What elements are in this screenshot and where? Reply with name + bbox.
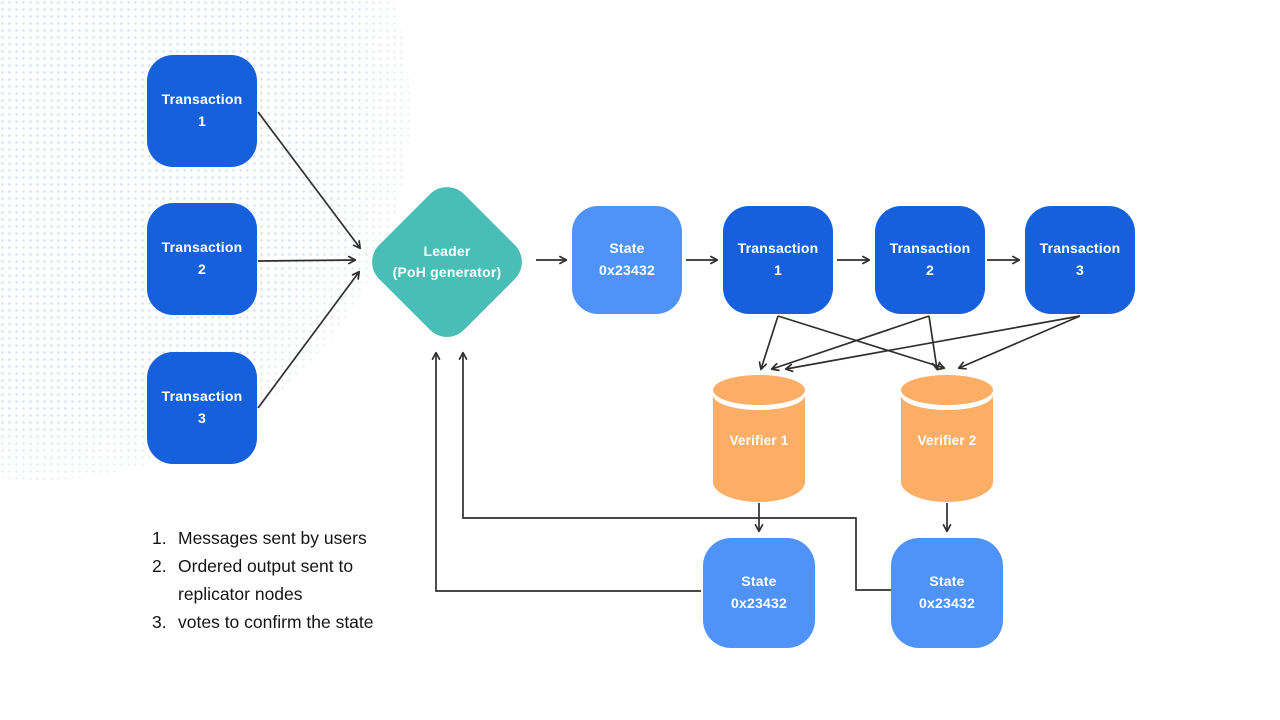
node-transaction-chain-2: Transaction 2 [875,206,985,314]
node-label: 0x23432 [919,595,975,611]
arrow-tx3-to-verifier1 [784,315,1081,373]
node-verifier-state-1: State 0x23432 [703,538,815,648]
node-label: 3 [1076,262,1084,278]
node-transaction-chain-1: Transaction 1 [723,206,833,314]
legend-item-number: 1. [152,528,167,548]
line-state2-vote-to-leader [458,351,891,591]
node-transaction-input-1: Transaction 1 [147,55,257,167]
arrow-input-tx3-to-leader [257,270,361,409]
verifier-2-cylinder: Verifier 2 [901,375,993,502]
node-label: 1 [774,262,782,278]
arrow-input-tx1-to-leader [257,111,362,250]
node-label: Transaction [161,91,243,108]
node-label: State [741,573,777,590]
node-transaction-input-2: Transaction 2 [147,203,257,315]
node-state-initial: State 0x23432 [572,206,682,314]
node-label: 0x23432 [731,595,787,611]
legend-item-text: votes to confirm the state [178,612,374,632]
line-state1-vote-to-leader [431,351,701,592]
arrow-input-tx2-to-leader [257,255,357,265]
arrow-tx1-to-verifier2 [777,315,946,371]
arrow-tx2-to-verifier1 [770,315,930,372]
cylinder-cap [713,375,805,405]
legend-item-text: Messages sent by users [178,528,367,548]
legend-item: 3. votes to confirm the state [152,608,452,636]
arrow-tx3-to-verifier2 [957,315,1081,370]
node-verifier-state-2: State 0x23432 [891,538,1003,648]
verifier-label: Verifier 2 [917,433,977,448]
legend-item-number: 3. [152,612,167,632]
node-label: 2 [198,261,206,277]
node-label: 2 [926,262,934,278]
legend-item-number: 2. [152,556,167,576]
node-label: Transaction [1039,240,1121,257]
node-label: State [609,240,645,257]
node-transaction-chain-3: Transaction 3 [1025,206,1135,314]
legend-item: 2. Ordered output sent to replicator nod… [152,552,452,608]
node-label: 3 [198,410,206,426]
node-label: 1 [198,113,206,129]
legend-item: 1. Messages sent by users [152,524,452,552]
leader-subtitle: (PoH generator) [392,264,502,280]
node-label: Transaction [161,388,243,405]
node-label: Transaction [889,240,971,257]
verifier-1-cylinder: Verifier 1 [713,375,805,502]
cylinder-cap [901,375,993,405]
node-label: Transaction [161,239,243,256]
node-label: State [929,573,965,590]
legend-list: 1. Messages sent by users 2. Ordered out… [152,524,452,636]
node-label: Transaction [737,240,819,257]
node-label: 0x23432 [599,262,655,278]
node-leader-diamond: Leader (PoH generator) [362,177,532,347]
leader-title: Leader [423,243,471,259]
arrow-tx1-to-verifier1 [758,315,779,371]
legend-item-text: Ordered output sent to replicator nodes [178,556,354,604]
node-transaction-input-3: Transaction 3 [147,352,257,464]
verifier-label: Verifier 1 [729,433,789,448]
leader-label: Leader (PoH generator) [387,202,507,322]
